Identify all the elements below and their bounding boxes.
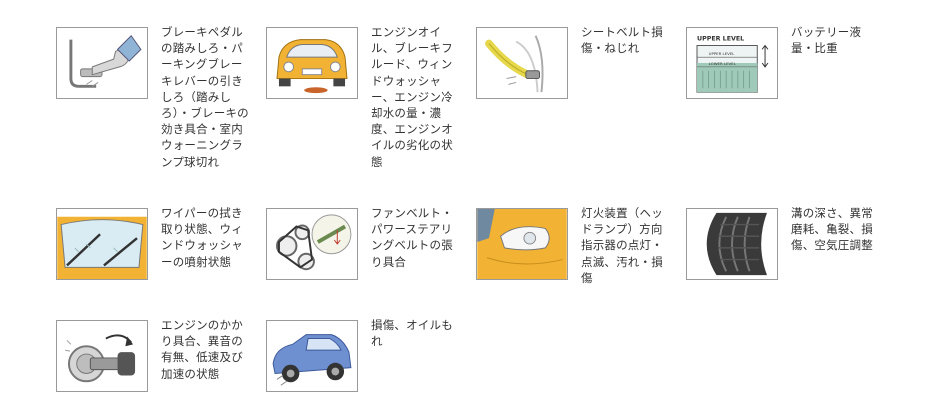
item-label: エンジンのかかり具合、異音の有無、低速及び加速の状態	[161, 318, 243, 381]
battery-lower-label: LOWER LEVEL	[709, 61, 737, 66]
headlamp-icon	[476, 208, 568, 280]
ignition-key-icon	[56, 320, 148, 392]
battery-upper-label: UPPER LEVEL	[697, 36, 744, 43]
item-label: 灯火装置（ヘッドランプ）方向指示器の点灯・点滅、汚れ・損傷	[581, 206, 663, 285]
item-label: ブレーキペダルの踏みしろ・パーキングブレーキレバーの引きしろ（踏みしろ）・ブレー…	[161, 25, 249, 169]
item-label: バッテリー液量・比重	[791, 25, 862, 56]
tire-icon	[686, 208, 778, 280]
battery-upper-small-label: UPPER LEVEL	[709, 51, 736, 56]
item-label: 溝の深さ、異常磨耗、亀裂、損傷、空気圧調整	[791, 206, 873, 253]
item-label: シートベルト損傷・ねじれ	[581, 25, 663, 56]
battery-level-icon: UPPER LEVEL UPPER LEVEL LOWER LEVEL	[686, 27, 778, 99]
item-label: 損傷、オイルもれ	[371, 318, 453, 349]
item-label: ワイパーの拭き取り状態、ウィンドウォッシャーの噴射状態	[161, 206, 243, 269]
item-label: エンジンオイル、ブレーキフルード、ウィンドウォッシャー、エンジン冷却水の量・濃度…	[371, 25, 453, 169]
car-underbody-icon	[266, 320, 358, 392]
item-label: ファンベルト・パワーステアリングベルトの張り具合	[371, 206, 453, 269]
wiper-icon	[56, 208, 148, 280]
brake-pedal-icon	[56, 27, 148, 99]
seat-belt-icon	[476, 27, 568, 99]
car-fluid-leak-icon	[266, 27, 358, 99]
fan-belt-icon	[266, 208, 358, 280]
